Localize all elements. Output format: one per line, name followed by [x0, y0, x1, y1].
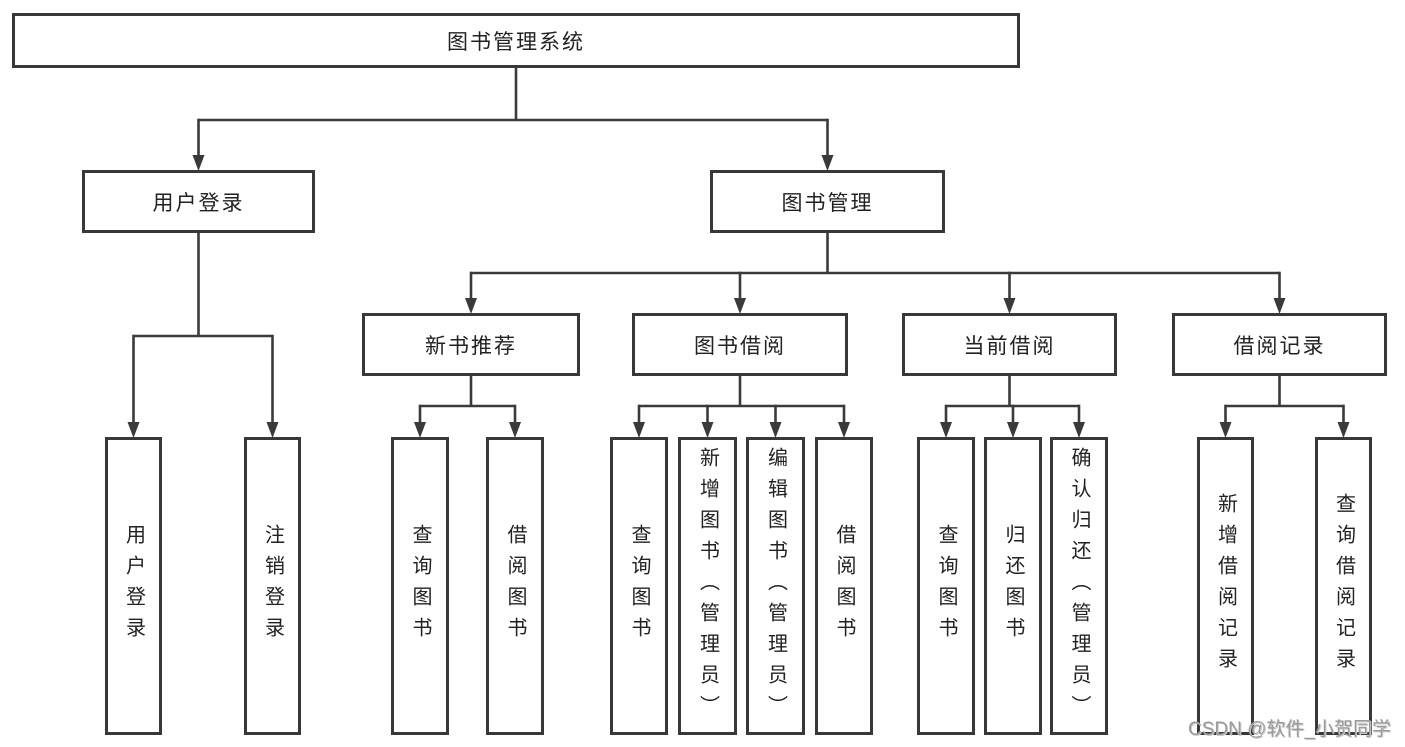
node-leaf-confirm-return: 确认归还（管理员）: [1050, 437, 1108, 735]
arrowhead-icon: [1337, 422, 1350, 438]
node-borrowing-records: 借阅记录: [1172, 313, 1387, 376]
arrowhead-icon: [701, 422, 714, 438]
node-leaf-add-books-admin: 新增图书（管理员）: [678, 437, 737, 735]
arrowhead-icon: [465, 298, 477, 314]
arrowhead-icon: [734, 298, 746, 314]
node-book-management: 图书管理: [710, 170, 945, 233]
node-leaf-user-login: 用户登录: [105, 437, 162, 735]
node-user-login: 用户登录: [82, 170, 315, 233]
arrowhead-icon: [1007, 422, 1019, 438]
arrowhead-icon: [1219, 422, 1232, 438]
node-leaf-query-books-bor: 查询图书: [610, 437, 668, 735]
arrowhead-icon: [192, 155, 205, 171]
arrowhead-icon: [821, 155, 834, 171]
node-leaf-query-books-rec: 查询图书: [391, 437, 449, 735]
arrowhead-icon: [1073, 422, 1085, 438]
node-label-book-management: 图书管理: [781, 191, 874, 215]
node-leaf-return-books: 归还图书: [984, 437, 1042, 735]
node-label-leaf-query-books-cur: 查询图书: [935, 524, 957, 648]
arrowhead-icon: [266, 422, 279, 438]
node-label-root: 图书管理系统: [447, 30, 585, 54]
node-label-leaf-add-books-admin: 新增图书（管理员）: [696, 446, 719, 726]
node-leaf-add-borrow-record: 新增借阅记录: [1197, 437, 1254, 735]
arrowhead-icon: [127, 422, 140, 438]
node-label-leaf-borrow-books-bor: 借阅图书: [833, 524, 855, 648]
arrowhead-icon: [633, 422, 645, 438]
node-label-leaf-edit-books-admin: 编辑图书（管理员）: [764, 446, 787, 726]
arrowhead-icon: [940, 422, 952, 438]
arrowhead-icon: [769, 422, 782, 438]
node-new-book-recommend: 新书推荐: [362, 313, 580, 376]
node-label-leaf-user-login: 用户登录: [122, 524, 145, 648]
node-leaf-borrow-books-rec: 借阅图书: [486, 437, 544, 735]
node-current-borrowing: 当前借阅: [902, 313, 1117, 376]
node-leaf-query-books-cur: 查询图书: [917, 437, 975, 735]
node-root: 图书管理系统: [12, 13, 1020, 68]
node-label-user-login: 用户登录: [152, 191, 245, 215]
node-label-leaf-query-books-bor: 查询图书: [628, 524, 650, 648]
node-leaf-borrow-books-bor: 借阅图书: [815, 437, 873, 735]
arrowhead-icon: [509, 422, 521, 438]
node-label-leaf-borrow-books-rec: 借阅图书: [504, 524, 526, 648]
arrowhead-icon: [1003, 298, 1016, 314]
node-label-leaf-query-borrow-record: 查询借阅记录: [1332, 493, 1355, 679]
node-label-leaf-add-borrow-record: 新增借阅记录: [1214, 493, 1237, 679]
node-label-leaf-return-books: 归还图书: [1002, 524, 1024, 648]
node-label-leaf-confirm-return: 确认归还（管理员）: [1068, 446, 1090, 726]
node-leaf-query-borrow-record: 查询借阅记录: [1315, 437, 1372, 735]
node-label-leaf-query-books-rec: 查询图书: [409, 524, 431, 648]
arrowhead-icon: [414, 422, 426, 438]
node-leaf-logout-login: 注销登录: [244, 437, 301, 735]
arrowhead-icon: [838, 422, 850, 438]
node-label-current-borrowing: 当前借阅: [963, 334, 1056, 358]
node-leaf-edit-books-admin: 编辑图书（管理员）: [746, 437, 805, 735]
node-label-new-book-recommend: 新书推荐: [425, 334, 517, 358]
csdn-watermark: CSDN @软件_小贺同学: [1188, 719, 1391, 740]
node-label-borrowing-records: 借阅记录: [1233, 334, 1326, 358]
node-book-borrowing: 图书借阅: [632, 313, 848, 376]
arrowhead-icon: [1273, 298, 1286, 314]
node-label-leaf-logout-login: 注销登录: [261, 524, 284, 648]
node-label-book-borrowing: 图书借阅: [694, 334, 786, 358]
